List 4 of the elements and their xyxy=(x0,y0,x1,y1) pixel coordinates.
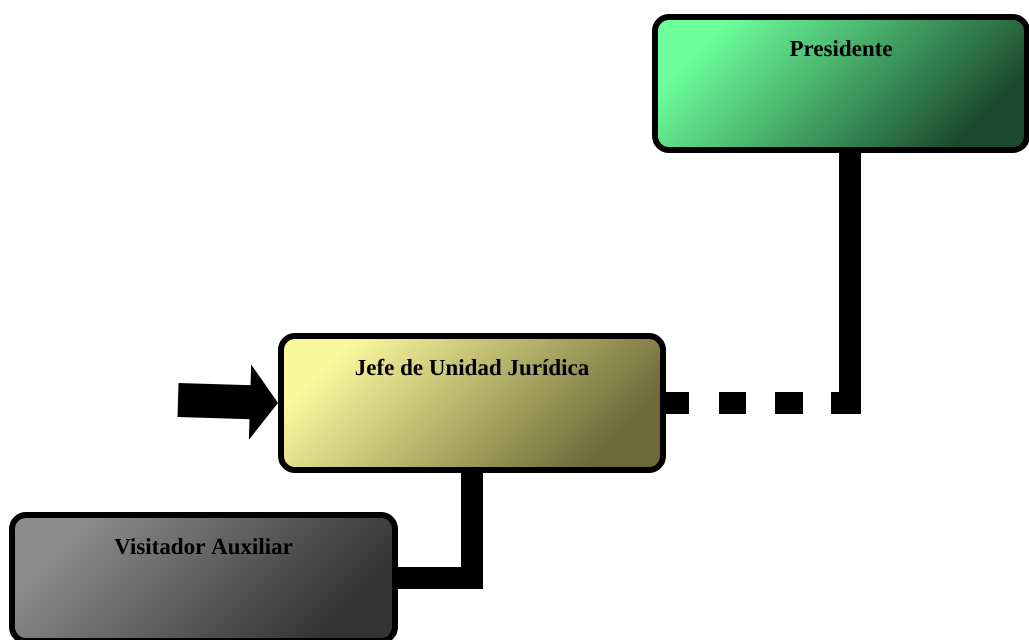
connector-line xyxy=(666,153,861,414)
org-box: Presidente xyxy=(652,14,1029,153)
org-box: Jefe de Unidad Jurídica xyxy=(278,333,666,473)
org-box: Visitador Auxiliar xyxy=(9,512,398,640)
